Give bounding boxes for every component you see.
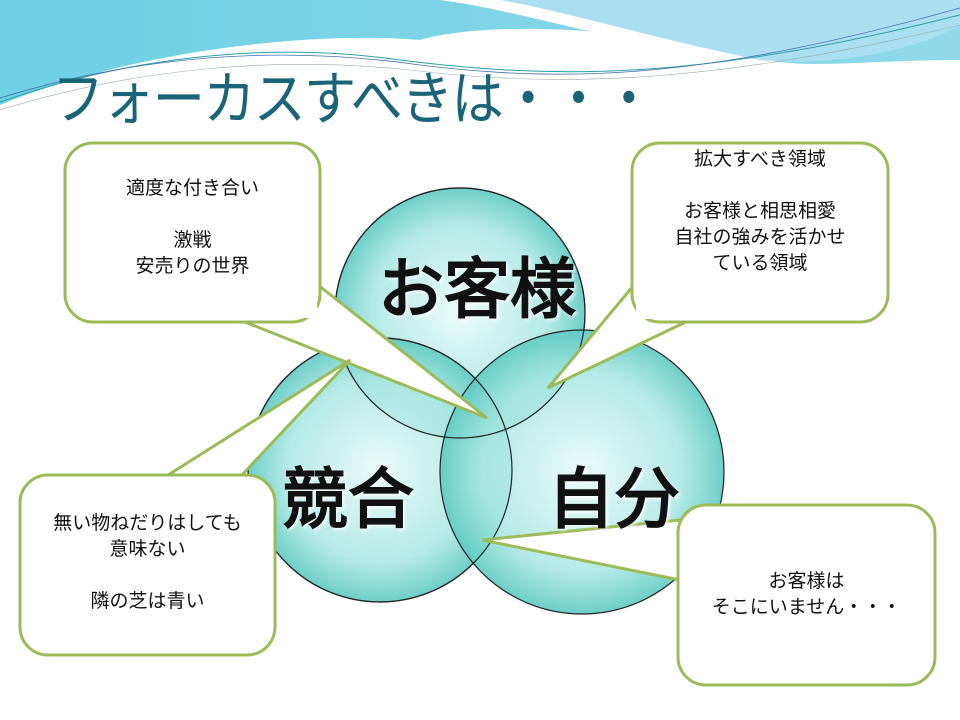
callout-top-right xyxy=(546,141,890,390)
callout-bottom-left-text: 無い物ねだりはしても 意味ない 隣の芝は青い xyxy=(20,510,275,614)
callout-line: 隣の芝は青い xyxy=(90,590,205,612)
callout-line: そこにいません・・・ xyxy=(711,596,902,618)
label-competitor: 競合 xyxy=(282,460,414,538)
label-self: 自分 xyxy=(548,460,680,538)
header-wave-decoration xyxy=(0,0,960,111)
callout-top-left xyxy=(63,141,488,420)
callout-line xyxy=(65,201,320,227)
label-customer: お客様 xyxy=(378,250,576,328)
callout-bottom-right xyxy=(481,503,937,687)
callout-line: 拡大すべき領域 xyxy=(694,148,826,170)
callout-line xyxy=(20,562,275,588)
slide-title: フォーカスすべきは・・・ xyxy=(52,65,655,133)
callout-bottom-left xyxy=(18,358,352,657)
callout-line: 意味ない xyxy=(109,538,186,560)
callout-top-right-text: 拡大すべき領域 お客様と相思相愛 自社の強みを活かせ ている領域 xyxy=(632,146,888,276)
callout-line: 安売りの世界 xyxy=(135,255,250,277)
callout-line: 激戦 xyxy=(173,229,212,251)
callout-line: お客様と相思相愛 xyxy=(683,200,836,222)
callout-line: 自社の強みを活かせ xyxy=(674,226,846,248)
callout-line: ている領域 xyxy=(712,252,808,274)
callout-line: 適度な付き合い xyxy=(125,177,259,199)
callout-line: 無い物ねだりはしても xyxy=(53,512,242,534)
callout-line: お客様は xyxy=(768,570,845,592)
callout-bottom-right-text: お客様は そこにいません・・・ xyxy=(678,568,935,620)
callout-line xyxy=(632,172,888,198)
callout-top-left-text: 適度な付き合い 激戦 安売りの世界 xyxy=(65,175,320,279)
